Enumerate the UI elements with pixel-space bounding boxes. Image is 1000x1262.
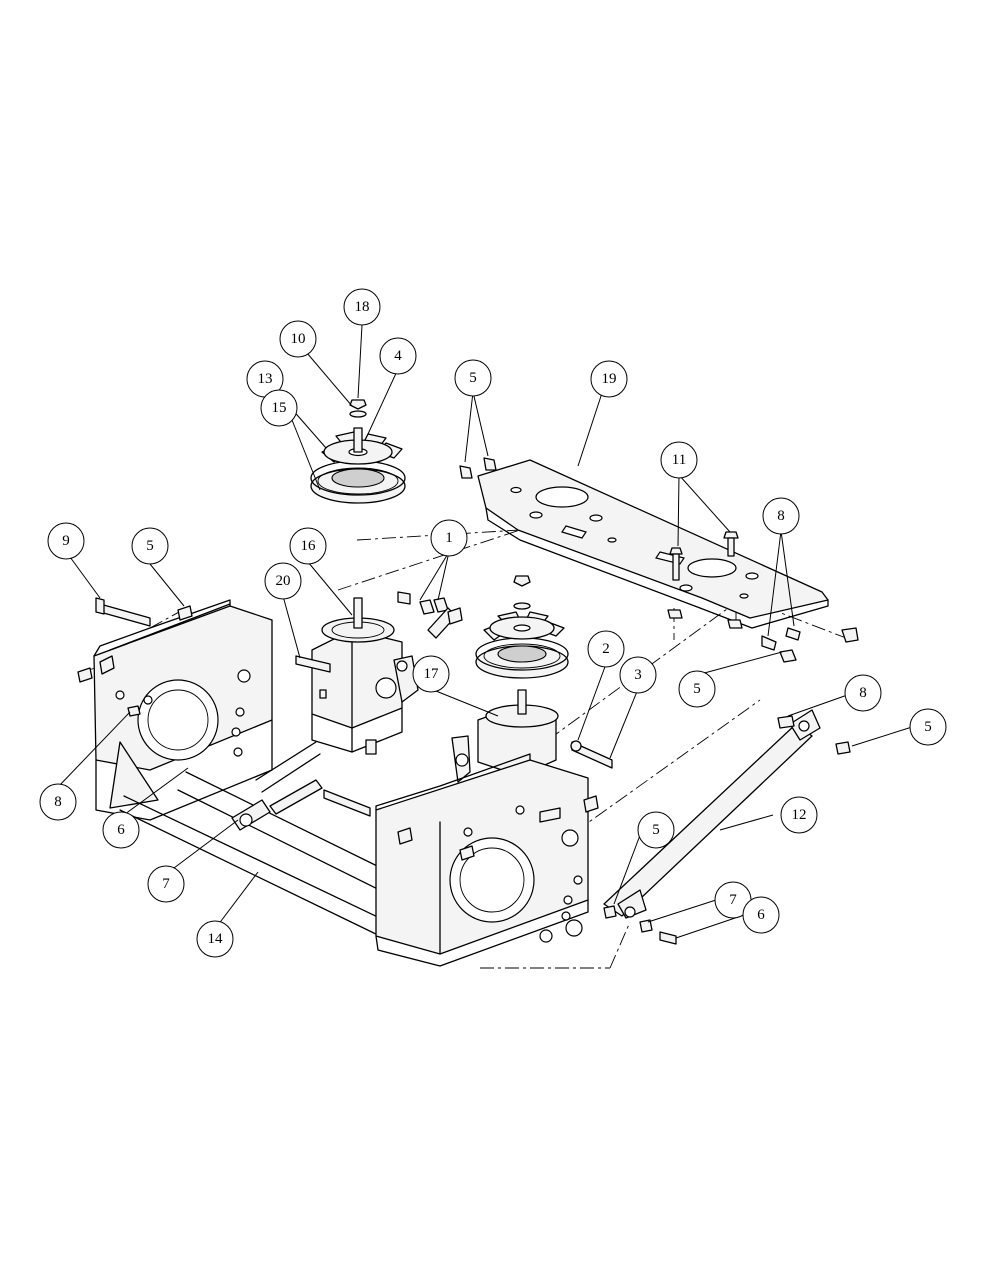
svg-text:7: 7 [162,876,170,892]
callout-16: 16 [289,527,327,565]
svg-text:1: 1 [445,530,453,546]
callout-1: 1 [430,519,468,557]
callout-8: 8 [844,674,882,712]
svg-text:5: 5 [469,370,477,386]
callout-12: 12 [780,796,818,834]
svg-text:7: 7 [729,892,737,908]
callout-7: 7 [147,865,185,903]
right-frame-plate [323,753,599,967]
svg-text:6: 6 [757,907,765,923]
svg-text:20: 20 [276,573,291,589]
callout-8: 8 [39,783,77,821]
svg-text:19: 19 [602,371,617,387]
callout-20: 20 [264,562,302,600]
svg-text:13: 13 [258,371,273,387]
left-link-arm [231,779,323,831]
svg-text:2: 2 [602,641,610,657]
callout-19: 19 [590,360,628,398]
svg-text:3: 3 [634,667,642,683]
svg-text:17: 17 [424,666,440,682]
svg-text:12: 12 [792,807,807,823]
left-gearbox [295,591,463,755]
left-frame-plate [77,597,273,821]
svg-text:8: 8 [859,685,867,701]
svg-text:8: 8 [54,794,62,810]
svg-text:14: 14 [208,931,224,947]
svg-text:16: 16 [301,538,317,554]
callout-6: 6 [102,811,140,849]
callout-9: 9 [47,522,85,560]
callout-5: 5 [454,359,492,397]
svg-text:11: 11 [672,452,686,468]
svg-text:5: 5 [924,719,932,735]
svg-text:15: 15 [272,400,287,416]
callout-15: 15 [260,389,298,427]
callout-5: 5 [131,527,169,565]
callout-2: 2 [587,630,625,668]
top-mounting-plate [459,457,859,663]
svg-text:5: 5 [146,538,154,554]
callout-5: 5 [637,811,675,849]
callout-5: 5 [678,670,716,708]
svg-text:5: 5 [652,822,660,838]
leader-lines [57,324,913,939]
callout-8: 8 [762,497,800,535]
callout-17: 17 [412,655,450,693]
svg-text:10: 10 [291,331,306,347]
svg-text:9: 9 [62,533,70,549]
callout-4: 4 [379,337,417,375]
svg-text:4: 4 [394,348,402,364]
callout-13: 13 [246,360,284,398]
callout-balloons: 18 10 4 13 15 5 19 11 8 9 5 16 1 20 2 3 … [39,288,947,958]
svg-text:18: 18 [355,299,370,315]
callout-6: 6 [742,896,780,934]
callout-10: 10 [279,320,317,358]
callout-18: 18 [343,288,381,326]
svg-text:5: 5 [693,681,701,697]
right-gearbox [451,575,613,783]
callout-14: 14 [196,920,234,958]
svg-text:6: 6 [117,822,125,838]
upper-pulley-assembly [310,399,406,504]
callout-3: 3 [619,656,657,694]
callout-11: 11 [660,441,698,479]
strut-arm [603,709,851,945]
callout-5: 5 [909,708,947,746]
svg-text:8: 8 [777,508,785,524]
